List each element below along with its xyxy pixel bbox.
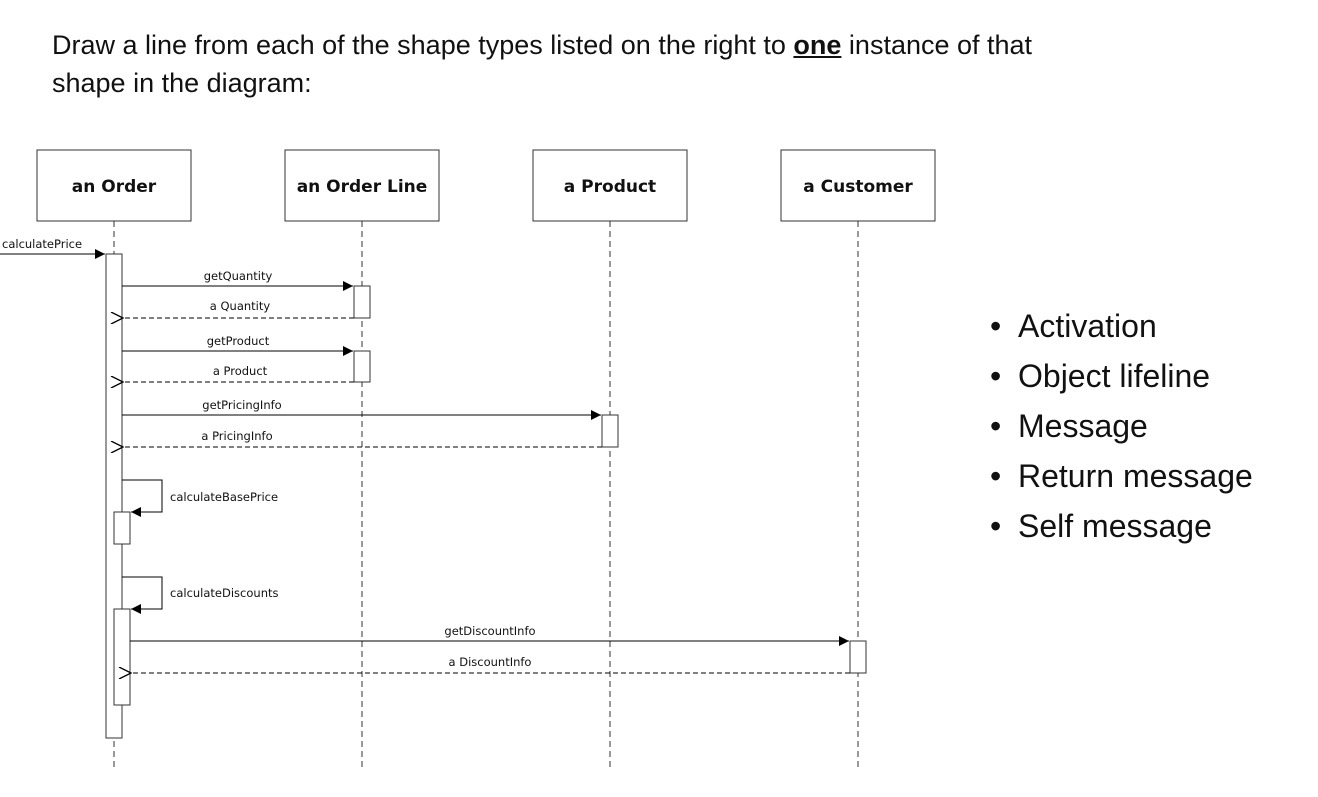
activation-product-pricing <box>601 414 619 448</box>
bullet-icon: • <box>990 308 1002 344</box>
object-label-an-order-line: an Order Line <box>297 177 428 197</box>
activation-order-base-price <box>113 511 131 545</box>
label-calculate-discounts: calculateDiscounts <box>170 586 278 600</box>
label-get-pricing-info: getPricingInfo <box>202 398 281 412</box>
label-a-product: a Product <box>213 364 268 378</box>
object-label-a-customer: a Customer <box>803 177 913 197</box>
bullet-icon: • <box>990 408 1002 444</box>
shape-type-label: Return message <box>1018 458 1253 494</box>
shape-type-item: • Activation <box>990 304 1253 354</box>
object-an-order-line: an Order Line <box>284 149 440 222</box>
activation-order-line-product <box>353 350 371 383</box>
shape-type-label: Activation <box>1018 308 1157 344</box>
label-a-pricing-info: a PricingInfo <box>201 429 272 443</box>
activation-order-line-quantity <box>353 285 371 319</box>
instruction-text: Draw a line from each of the shape types… <box>52 26 1052 102</box>
activation-customer-discount <box>849 640 867 674</box>
bullet-icon: • <box>990 358 1002 394</box>
label-calculate-base-price: calculateBasePrice <box>170 490 278 504</box>
label-a-quantity: a Quantity <box>210 299 271 313</box>
object-label-a-product: a Product <box>564 177 656 197</box>
object-a-customer: a Customer <box>780 149 936 222</box>
shape-type-item: • Return message <box>990 454 1253 504</box>
shape-type-list: • Activation • Object lifeline • Message • R… <box>990 304 1253 554</box>
object-label-an-order: an Order <box>72 177 157 197</box>
bullet-icon: • <box>990 508 1002 544</box>
shape-type-label: Message <box>1018 408 1148 444</box>
shape-type-label: Object lifeline <box>1018 358 1211 394</box>
instruction-part-1: Draw a line from each of the shape types… <box>52 30 794 60</box>
shape-type-label: Self message <box>1018 508 1212 544</box>
instruction-emphasis: one <box>793 30 842 60</box>
label-get-product: getProduct <box>207 334 270 348</box>
label-a-discount-info: a DiscountInfo <box>449 655 532 669</box>
activation-order-discounts <box>113 608 131 706</box>
self-message-calculate-discounts <box>122 576 163 614</box>
label-get-discount-info: getDiscountInfo <box>444 624 535 638</box>
object-a-product: a Product <box>532 149 688 222</box>
self-message-calculate-base-price <box>122 479 163 517</box>
shape-type-item: • Object lifeline <box>990 354 1253 404</box>
shape-type-item: • Self message <box>990 504 1253 554</box>
label-get-quantity: getQuantity <box>204 269 273 283</box>
bullet-icon: • <box>990 458 1002 494</box>
object-an-order: an Order <box>36 149 192 222</box>
instruction-part-2: instance of that shape in the diagram: <box>52 30 1033 98</box>
label-calculate-price: calculatePrice <box>2 237 82 251</box>
shape-type-item: • Message <box>990 404 1253 454</box>
